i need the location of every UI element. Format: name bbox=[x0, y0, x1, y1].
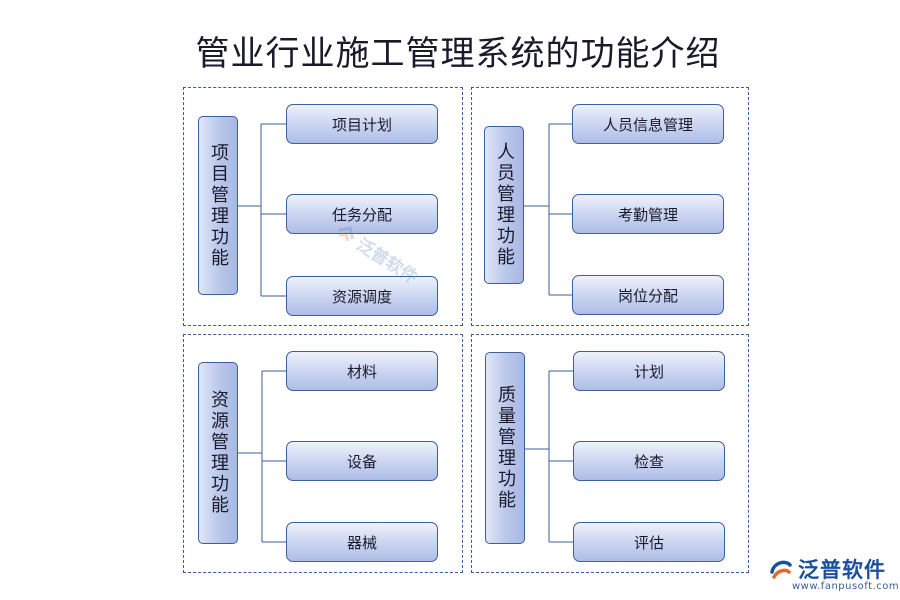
connector-personnel bbox=[524, 123, 572, 296]
item-evaluation: 评估 bbox=[573, 522, 725, 562]
item-materials: 材料 bbox=[286, 351, 438, 391]
item-project-plan: 项目计划 bbox=[286, 104, 438, 144]
brand-name: 泛普软件 bbox=[798, 558, 886, 582]
connector-resource bbox=[238, 370, 286, 543]
item-personnel-info: 人员信息管理 bbox=[572, 104, 724, 144]
item-attendance: 考勤管理 bbox=[572, 194, 724, 234]
panel-project bbox=[183, 87, 463, 326]
panel-personnel bbox=[471, 87, 749, 326]
connector-quality bbox=[525, 370, 573, 543]
connector-project bbox=[238, 123, 286, 297]
item-task-assignment: 任务分配 bbox=[286, 194, 438, 234]
category-quality: 质量管理功能 bbox=[485, 352, 525, 544]
watermark-logo-icon bbox=[338, 225, 355, 241]
fanpu-logo-icon bbox=[770, 560, 792, 579]
item-post-assignment: 岗位分配 bbox=[572, 275, 724, 315]
panel-resource bbox=[183, 334, 463, 573]
watermark: 泛普软件 bbox=[331, 217, 424, 288]
category-project: 项目管理功能 bbox=[198, 116, 238, 295]
item-equipment: 设备 bbox=[286, 441, 438, 481]
brand-logo: 泛普软件 bbox=[768, 554, 886, 584]
panel-quality bbox=[471, 334, 749, 573]
page-title: 管业行业施工管理系统的功能介绍 bbox=[195, 34, 721, 74]
category-personnel: 人员管理功能 bbox=[484, 126, 524, 284]
item-quality-plan: 计划 bbox=[573, 351, 725, 391]
brand-url: www.fanpusoft.com bbox=[792, 581, 900, 592]
item-instruments: 器械 bbox=[286, 522, 438, 562]
item-inspection: 检查 bbox=[573, 441, 725, 481]
item-resource-scheduling: 资源调度 bbox=[286, 276, 438, 316]
category-resource: 资源管理功能 bbox=[198, 362, 238, 544]
